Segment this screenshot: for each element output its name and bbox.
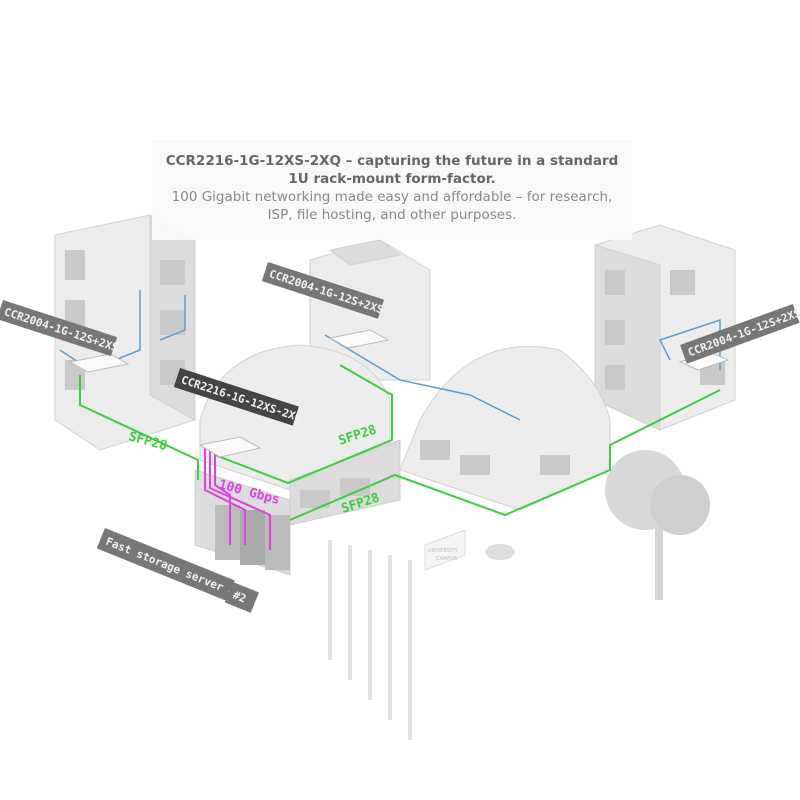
sfp28-links xyxy=(79,364,721,521)
sfp28-label-left: SFP28 xyxy=(127,429,169,454)
right-building xyxy=(594,224,736,431)
callout-storage-2: #2 xyxy=(224,582,259,613)
middle-router-device xyxy=(328,329,390,349)
left-router-device xyxy=(68,353,130,373)
100gbps-links xyxy=(204,448,271,550)
header-title-line1: CCR2216-1G-12XS-2XQ – capturing the futu… xyxy=(165,153,619,169)
sign-text-line2: CAMPUS xyxy=(436,556,457,562)
header-banner: CCR2216-1G-12XS-2XQ – capturing the futu… xyxy=(152,140,632,240)
sign-text-line1: UNIVERSITY xyxy=(428,548,459,554)
header-subtitle-line2: ISP, file hosting, and other purposes. xyxy=(267,207,517,223)
university-campus-sign: UNIVERSITY CAMPUS xyxy=(424,529,515,571)
callout-storage-2-label: #2 xyxy=(231,589,248,606)
left-building xyxy=(54,214,196,451)
header-subtitle-line1: 100 Gigabit networking made easy and aff… xyxy=(171,189,613,205)
header-title-line2: 1U rack-mount form-factor. xyxy=(288,171,496,187)
tree xyxy=(605,450,710,600)
core-router-device xyxy=(198,436,262,458)
campus-fence xyxy=(328,540,412,740)
dome-building-right xyxy=(399,345,611,511)
